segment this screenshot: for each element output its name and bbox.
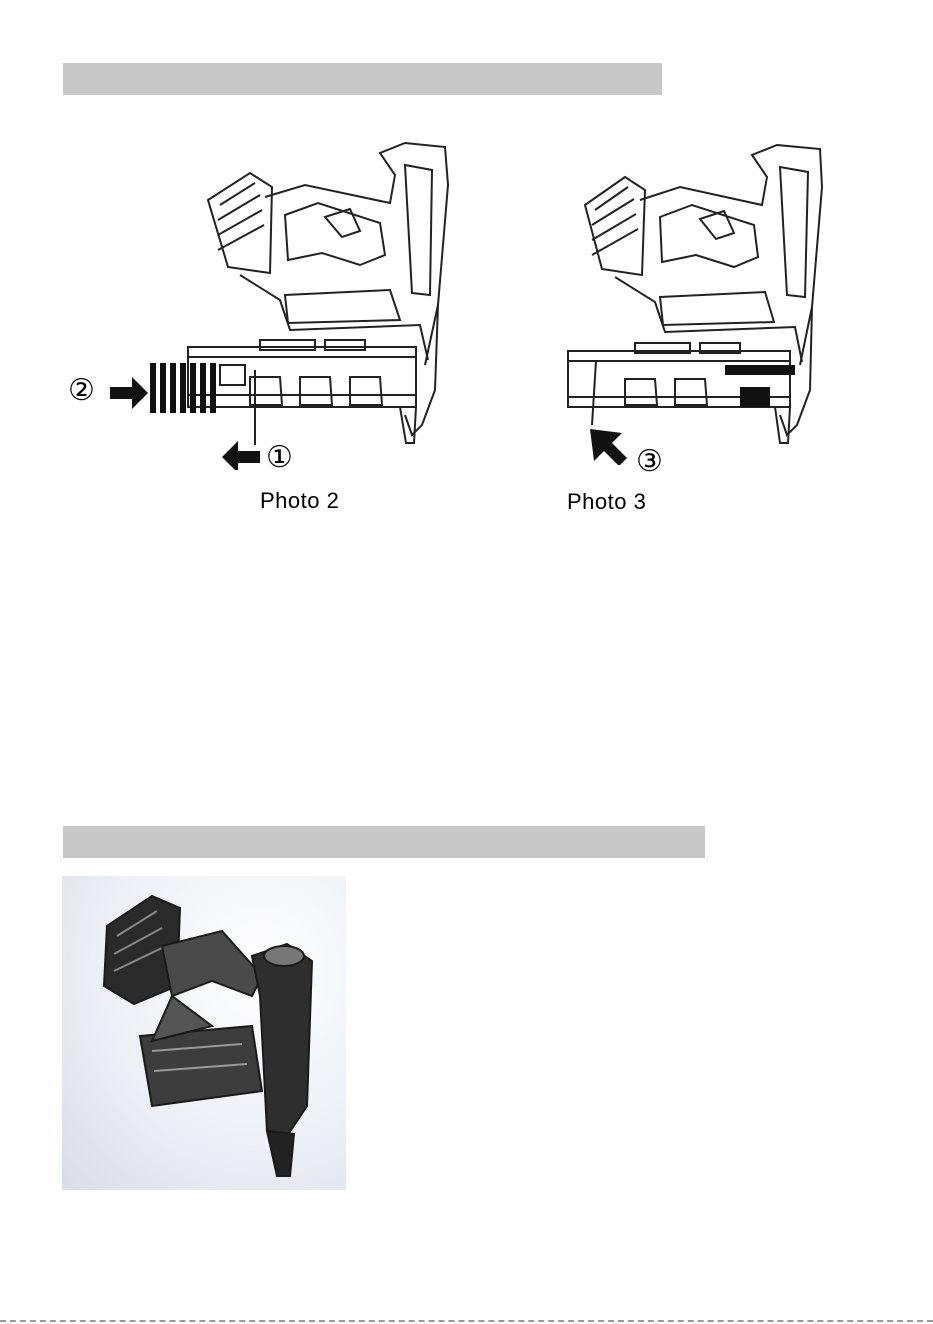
nailer-render-icon (62, 876, 346, 1190)
photo-3-caption: Photo 3 (567, 489, 646, 515)
callout-number-3: ③ (636, 447, 663, 477)
page-bottom-border (0, 1320, 933, 1322)
callout-number-2: ② (68, 376, 95, 406)
tool-render-image (62, 876, 346, 1190)
callout-number-1: ① (266, 443, 293, 473)
photo-2-illustration (60, 125, 460, 470)
section-header-bar (63, 63, 662, 95)
section-header-bar-2 (63, 826, 705, 858)
photo-3-illustration (530, 125, 870, 465)
photo-2-caption: Photo 2 (260, 488, 339, 514)
